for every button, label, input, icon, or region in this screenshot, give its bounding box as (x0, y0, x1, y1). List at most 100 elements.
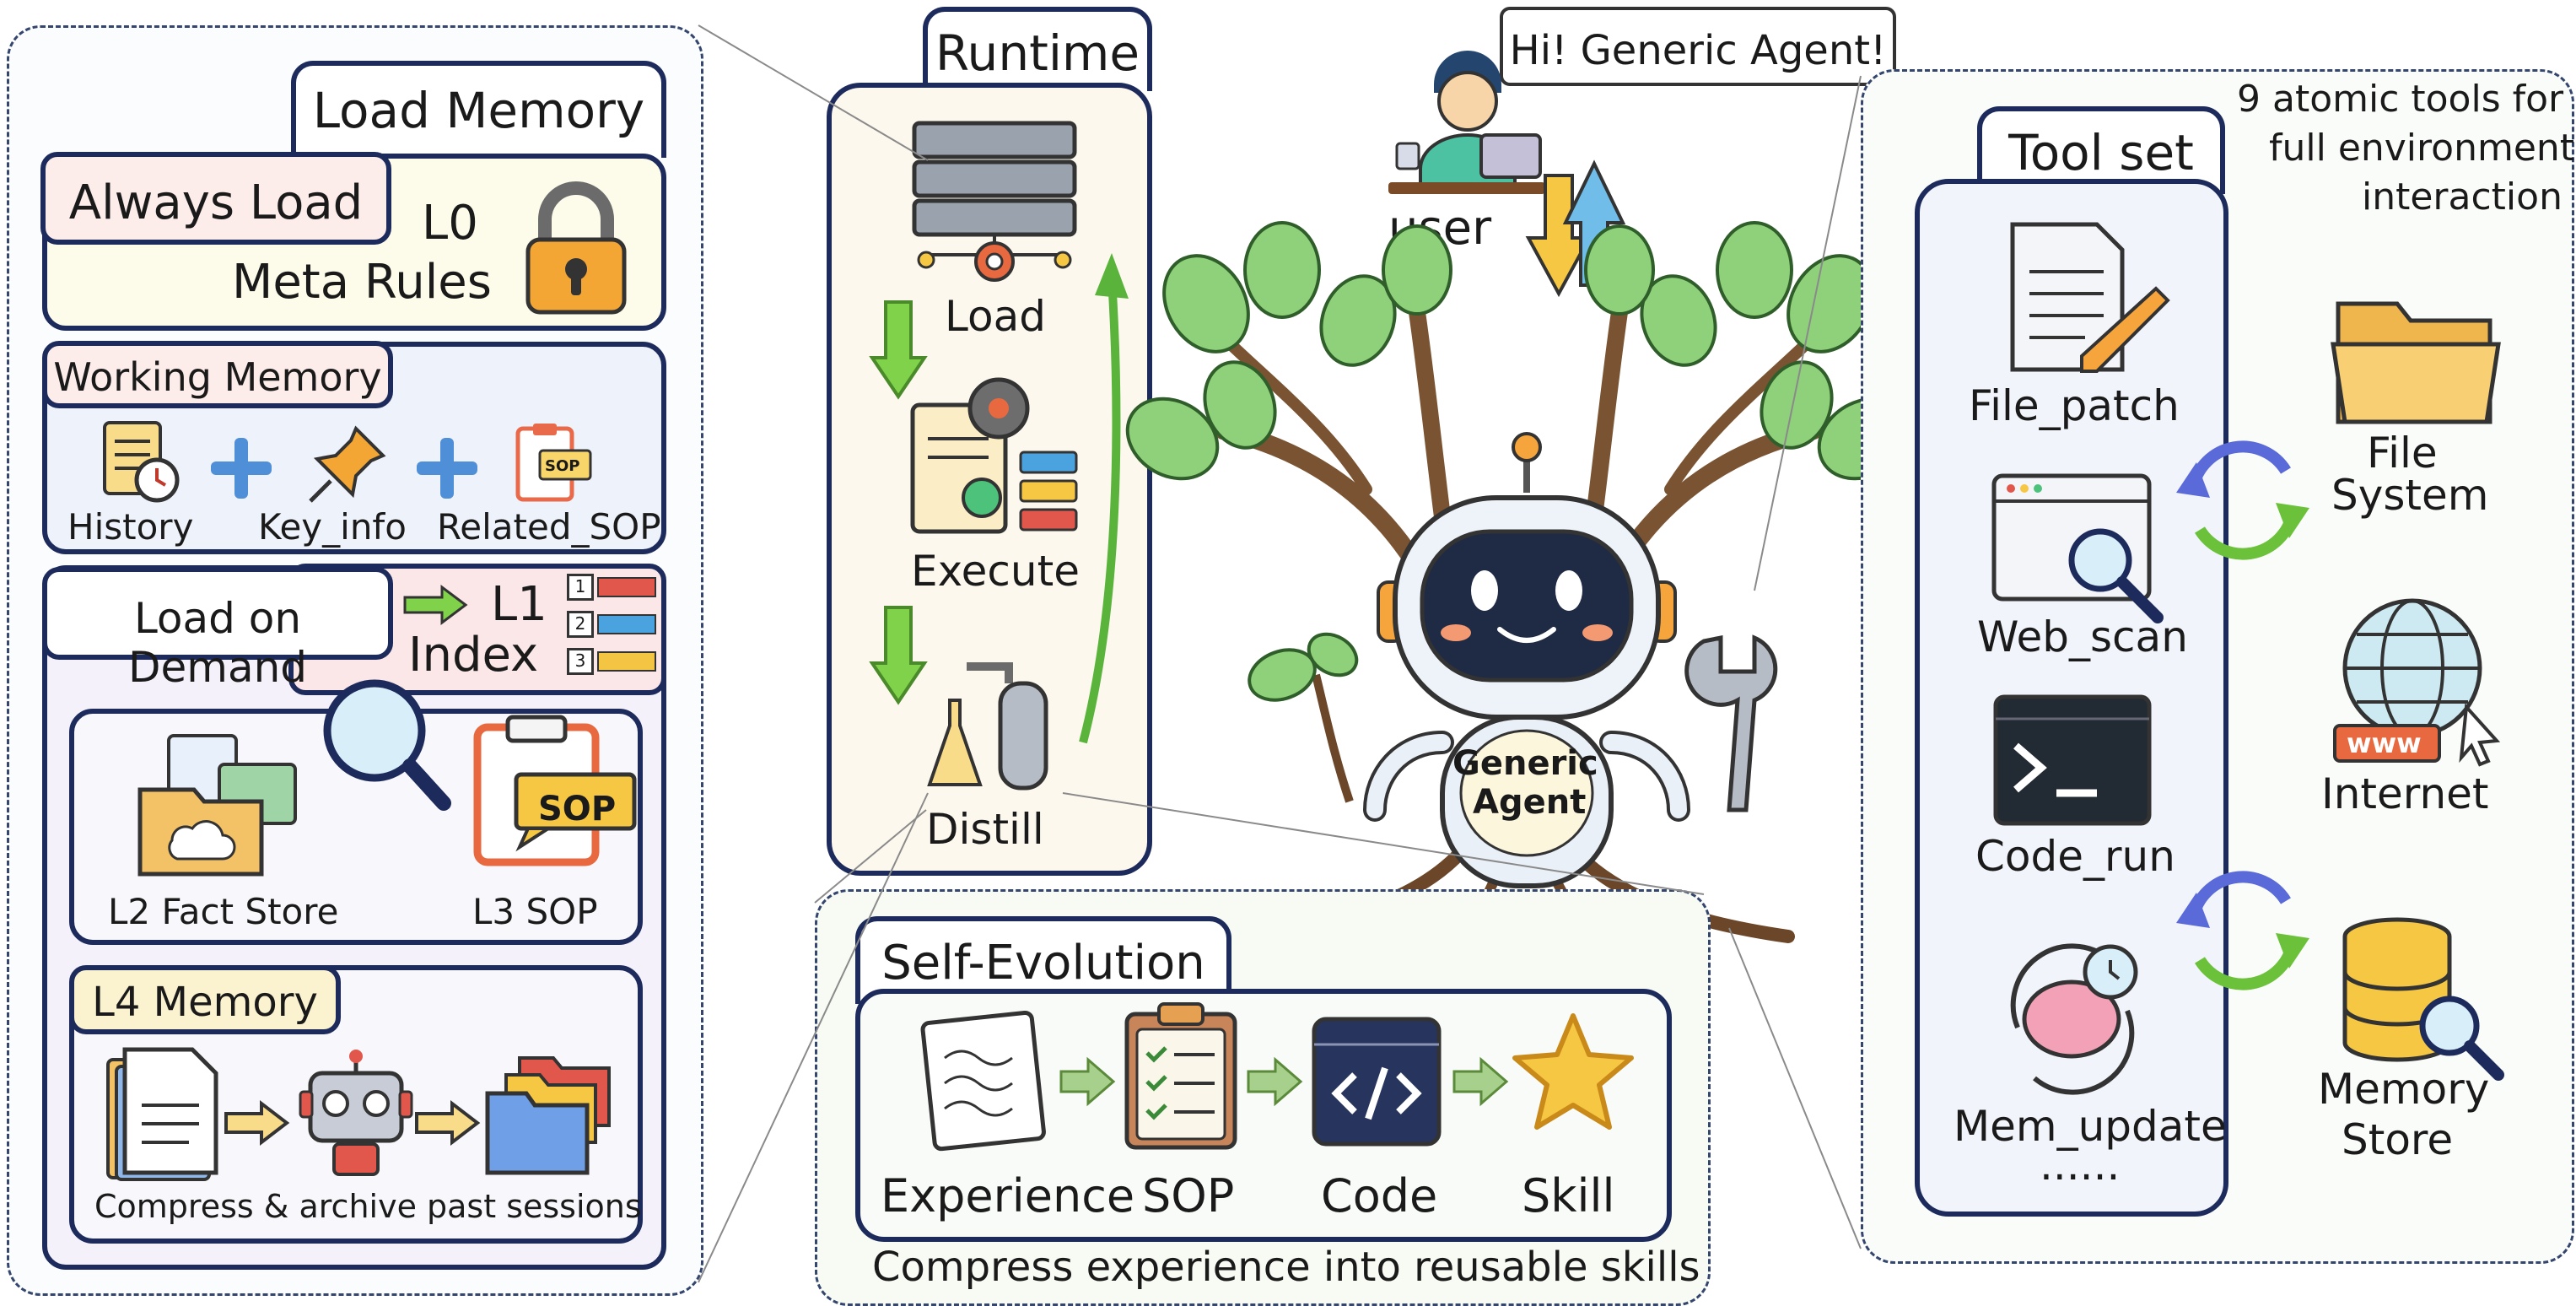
sop-clipboard-badge: SOP (538, 790, 617, 828)
user-avatar-icon (1388, 51, 1545, 194)
evolution-arrow-2 (1247, 1056, 1303, 1107)
load-on-demand-label: Load on Demand (42, 567, 393, 692)
wrench-icon (1684, 634, 1778, 812)
file-system-label-2: System (2331, 471, 2489, 520)
experience-notebook-icon (920, 1010, 1046, 1152)
code-run-icon (1993, 694, 2152, 826)
distill-step-label: Distill (926, 805, 1044, 854)
padlock-icon (525, 181, 627, 315)
execute-step-label: Execute (911, 547, 1080, 596)
file-system-folder-icon (2331, 301, 2501, 424)
index-num-3: 3 (567, 648, 594, 675)
index-num-1: 1 (567, 574, 594, 601)
server-icon (912, 121, 1077, 282)
fact-store-folder-icon (137, 734, 297, 877)
toolset-caption-line3: interaction (2362, 175, 2563, 219)
index-label: Index (408, 628, 539, 683)
sync-arrows-icon-2 (2176, 871, 2309, 990)
l1-label: L1 (491, 577, 547, 632)
down-arrow-icon-1 (869, 300, 928, 400)
key-info-label: Key_info (258, 506, 407, 548)
runtime-title: Runtime (935, 24, 1140, 82)
meta-rules-label: Meta Rules (232, 255, 492, 310)
related-sop-badge: SOP (545, 457, 580, 475)
index-num-2: 2 (567, 611, 594, 638)
sop-clipboard-icon (473, 715, 637, 866)
step-code: Code (1321, 1169, 1438, 1222)
step-experience: Experience (881, 1169, 1135, 1222)
index-row-1: 1 (567, 574, 658, 601)
history-icon (103, 421, 180, 503)
runtime-tab: Runtime (923, 7, 1152, 91)
down-arrow-icon-2 (869, 606, 928, 705)
plus-icon-1 (211, 438, 272, 499)
load-on-demand-text: Load on Demand (127, 594, 308, 692)
globe-icon (2333, 598, 2501, 767)
sprout-icon (1248, 632, 1359, 803)
archive-folders-icon (485, 1056, 611, 1175)
mem-update-icon (2010, 943, 2138, 1095)
generic-agent-robot (1363, 432, 1690, 888)
right-arrow-icon (403, 585, 468, 625)
file-system-label-1: File (2367, 429, 2438, 478)
internet-label: Internet (2321, 769, 2489, 818)
code-window-icon (1312, 1017, 1442, 1147)
always-load-label: Always Load (40, 152, 391, 245)
tool-web-scan: Web_scan (1977, 613, 2188, 661)
arrow-icon-1 (224, 1099, 290, 1147)
index-bar-blue (597, 614, 656, 634)
agent-body-line2: Agent (1473, 783, 1587, 822)
file-patch-icon (2010, 222, 2170, 373)
l4-memory-text: L4 Memory (92, 979, 318, 1026)
working-memory-text: Working Memory (53, 354, 382, 400)
self-evolution-title: Self-Evolution (881, 936, 1205, 990)
memory-store-label-2: Store (2342, 1115, 2454, 1164)
tool-ellipsis: ...... (2040, 1141, 2121, 1190)
plus-icon-2 (417, 438, 477, 499)
exchange-arrows-icon (1525, 159, 1626, 298)
load-memory-title: Load Memory (312, 82, 645, 139)
www-label: www (2347, 727, 2422, 759)
working-memory-label: Working Memory (42, 341, 393, 408)
index-bar-red (597, 577, 656, 597)
l0-label: L0 (422, 196, 478, 251)
l2-fact-store-label: L2 Fact Store (108, 891, 339, 932)
step-skill: Skill (1522, 1169, 1615, 1222)
distill-flask-icon (927, 662, 1048, 791)
load-memory-tab: Load Memory (291, 61, 666, 158)
greeting-bubble: Hi! Generic Agent! (1500, 7, 1896, 86)
greeting-text: Hi! Generic Agent! (1509, 27, 1887, 74)
index-row-3: 3 (567, 648, 658, 675)
skill-star-icon (1512, 1013, 1634, 1130)
always-load-text: Always Load (68, 175, 364, 230)
pushpin-icon (309, 425, 386, 503)
evolution-arrow-3 (1452, 1056, 1509, 1107)
toolset-title: Tool set (2008, 124, 2194, 181)
evolution-arrow-1 (1059, 1056, 1116, 1107)
history-label: History (67, 506, 194, 548)
l3-sop-label: L3 SOP (472, 891, 598, 932)
agent-body-line1: Generic (1452, 744, 1598, 783)
index-row-2: 2 (567, 611, 658, 638)
toolset-caption-line1: 9 atomic tools for (2237, 78, 2564, 121)
documents-icon (106, 1047, 218, 1181)
arrow-icon-2 (415, 1099, 481, 1147)
robot-compressor-icon (299, 1050, 413, 1176)
step-sop: SOP (1142, 1169, 1235, 1222)
index-bar-yellow (597, 651, 656, 672)
magnifier-icon (323, 679, 451, 811)
toolset-caption-line2: full environment (2269, 127, 2575, 170)
related-sop-icon (515, 424, 592, 502)
feedback-arrow-icon (1079, 253, 1129, 744)
l4-memory-label: L4 Memory (69, 965, 341, 1034)
sop-checklist-icon (1124, 1002, 1237, 1150)
database-icon (2342, 917, 2504, 1081)
tool-code-run: Code_run (1975, 832, 2175, 881)
self-evolution-caption: Compress experience into reusable skills (872, 1244, 1700, 1291)
sync-arrows-icon-1 (2176, 440, 2309, 560)
memory-store-label-1: Memory (2318, 1065, 2490, 1114)
related-sop-label: Related_SOP (437, 506, 661, 548)
web-scan-icon (1991, 473, 2164, 623)
load-step-label: Load (945, 292, 1046, 341)
